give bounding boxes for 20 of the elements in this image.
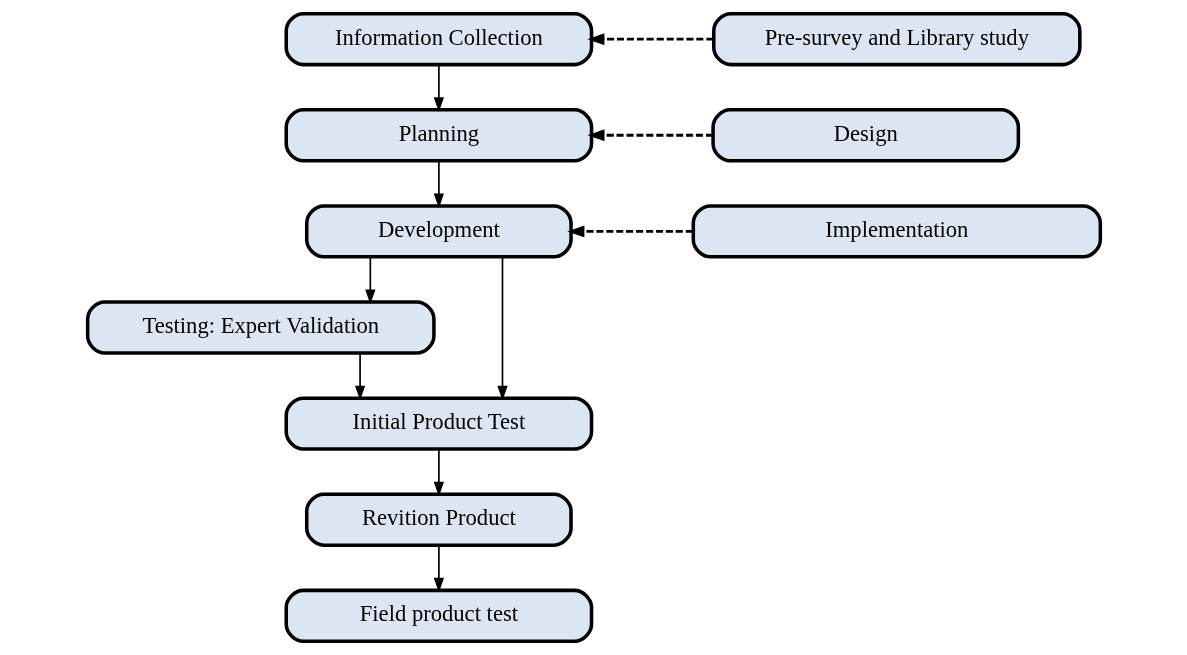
arrow: [433, 448, 444, 497]
arrow: [566, 225, 693, 238]
node-box: Information Collection: [283, 11, 593, 67]
node-box: Implementation: [691, 204, 1102, 259]
arrow: [364, 256, 375, 305]
node-box: Pre-survey and Library study: [711, 11, 1082, 67]
node-box: Planning: [283, 108, 593, 163]
arrow: [354, 352, 365, 401]
node-box: Development: [304, 204, 573, 259]
node-box: Revition Product: [304, 492, 573, 547]
arrow: [433, 160, 444, 209]
arrow: [433, 64, 444, 113]
arrow: [586, 33, 713, 46]
arrow: [433, 544, 444, 593]
arrow: [496, 256, 508, 401]
node-box: Field product test: [283, 588, 593, 644]
node-box: Testing: Expert Validation: [85, 300, 436, 355]
node-box: Initial Product Test: [283, 396, 593, 451]
node-box: Design: [710, 108, 1020, 163]
arrow: [587, 129, 713, 142]
